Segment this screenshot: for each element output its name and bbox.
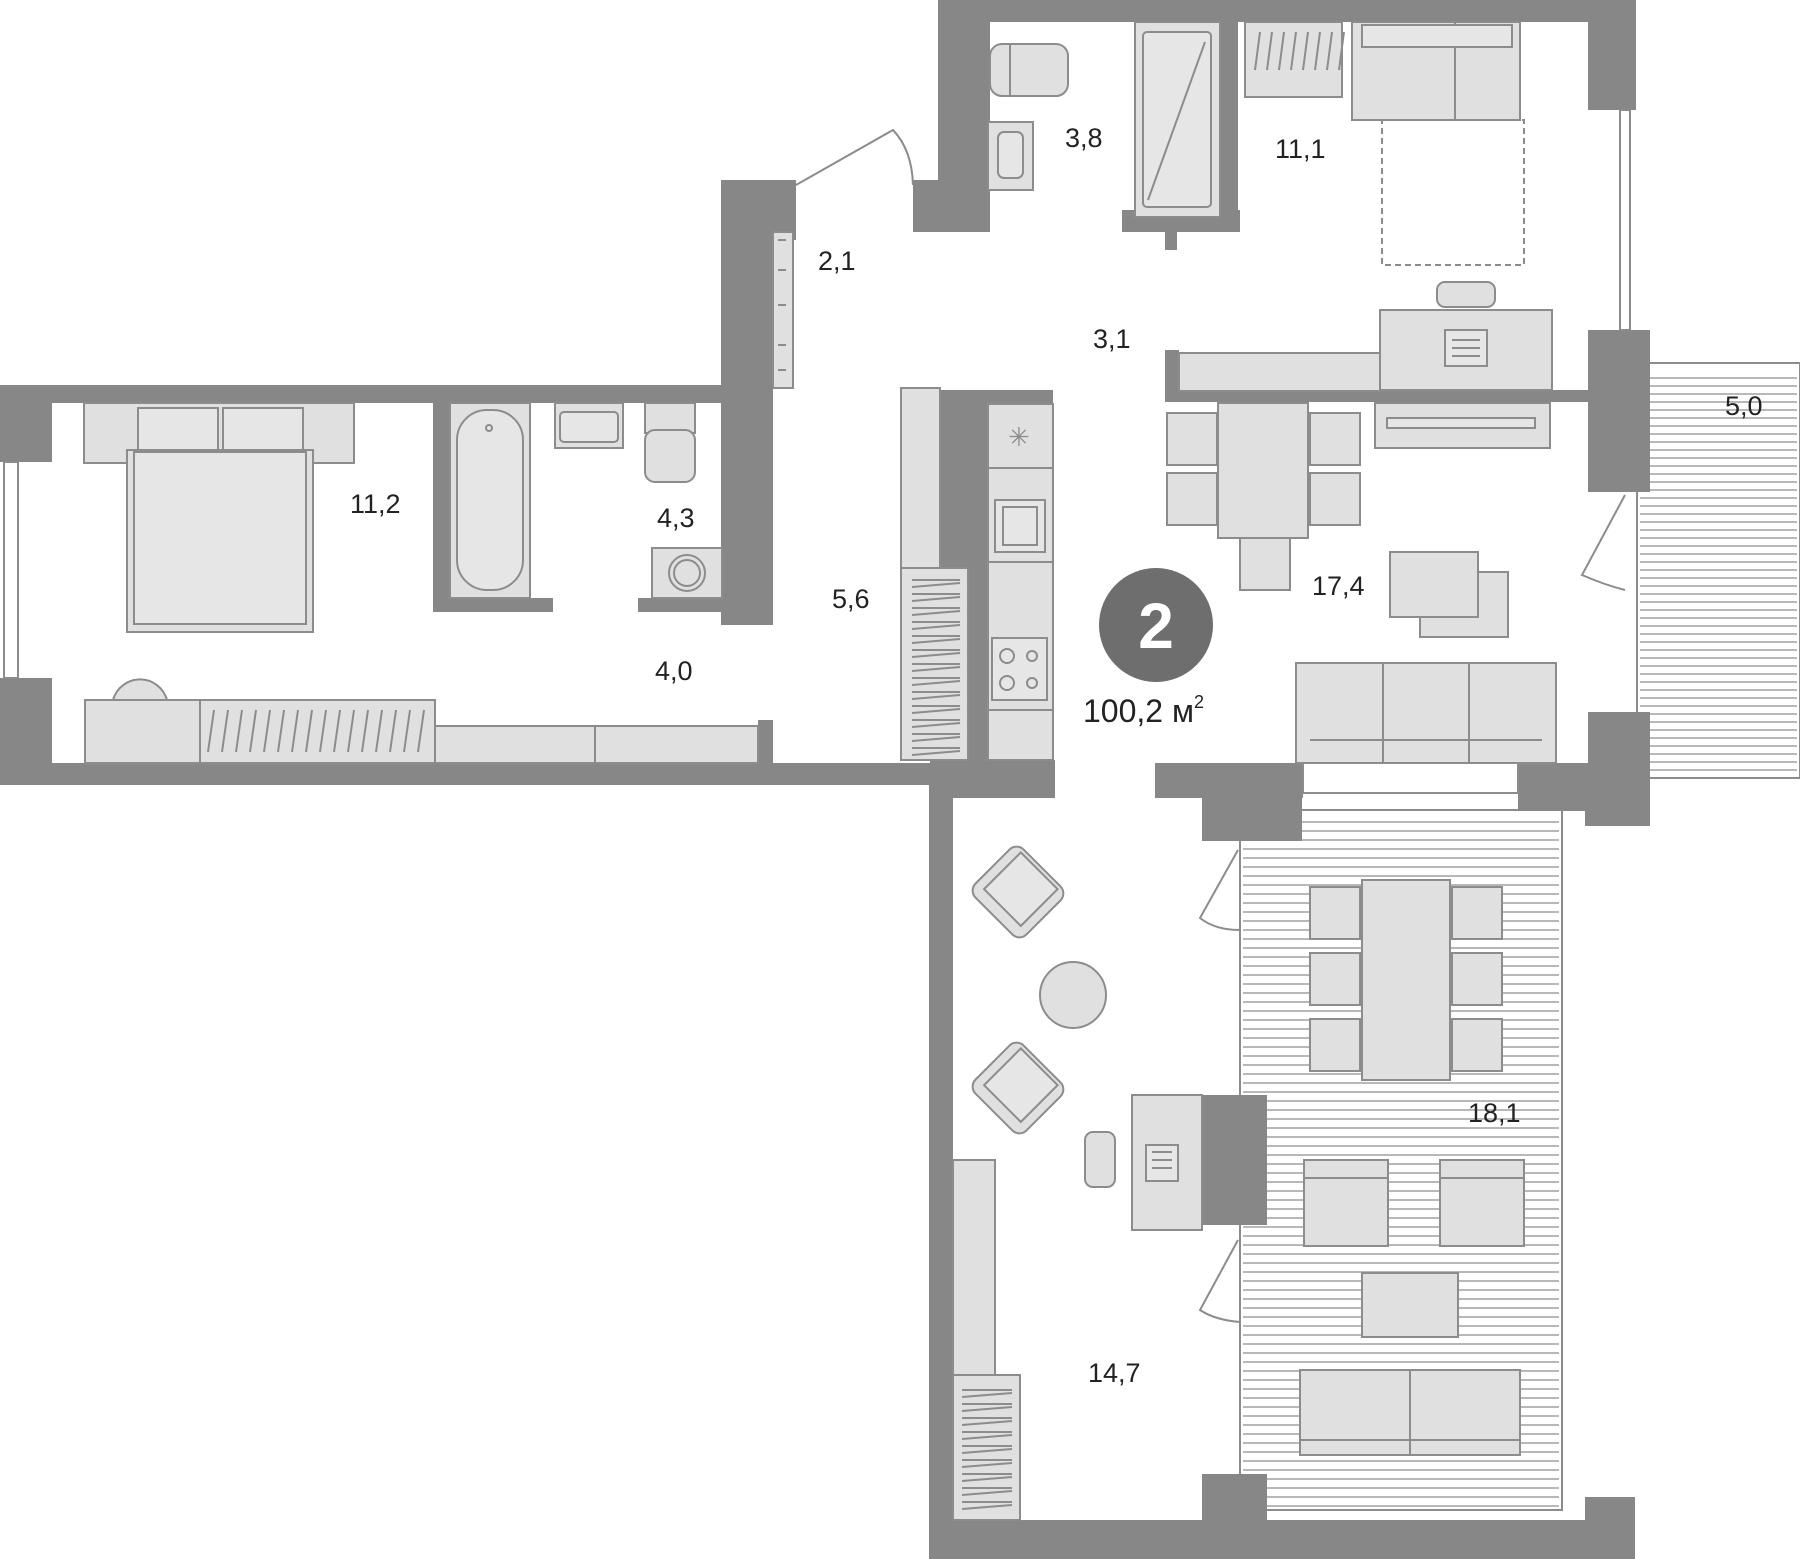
area-label-entry: 2,1 (818, 246, 856, 276)
bathroom-top (987, 21, 1221, 218)
windows (3, 109, 1631, 794)
area-label-bedroom-left: 11,2 (350, 489, 401, 519)
area-labels: 3,8 11,1 2,1 3,1 5,0 11,2 4,3 5,6 17,4 4… (350, 123, 1763, 1388)
rooms-count: 2 (1138, 590, 1174, 662)
area-label-bathroom-top: 3,8 (1065, 123, 1103, 153)
area-label-hall-left: 4,0 (655, 656, 693, 686)
area-label-kitchen-living: 17,4 (1312, 571, 1365, 601)
area-label-bedroom-top: 11,1 (1275, 134, 1326, 164)
kitchen: ✳ (900, 387, 1054, 761)
svg-text:✳: ✳ (1008, 423, 1030, 453)
area-label-corridor: 5,6 (832, 584, 870, 614)
bedroom-left (83, 402, 759, 764)
total-area-value: 100,2 (1083, 693, 1163, 729)
area-label-terrace: 18,1 (1468, 1098, 1521, 1128)
bedroom-top (1178, 21, 1553, 392)
total-area: 100,2 м2 (1083, 692, 1204, 729)
area-label-hall-top: 3,1 (1093, 324, 1131, 354)
walls (0, 0, 1650, 1559)
bathroom-left (449, 402, 723, 599)
rooms-badge: 2 (1099, 568, 1213, 682)
area-label-living-bottom: 14,7 (1088, 1358, 1141, 1388)
doors (795, 128, 1626, 1323)
area-label-bathroom-left: 4,3 (657, 503, 695, 533)
total-area-unit: м (1172, 693, 1194, 729)
balcony-right (1636, 362, 1800, 779)
dining-set (1166, 402, 1557, 764)
total-area-unit-sup: 2 (1194, 692, 1204, 712)
terrace-furniture (1299, 879, 1525, 1456)
area-label-balcony-right: 5,0 (1725, 391, 1763, 421)
entry-closet (772, 231, 794, 389)
lounge (952, 845, 1203, 1521)
